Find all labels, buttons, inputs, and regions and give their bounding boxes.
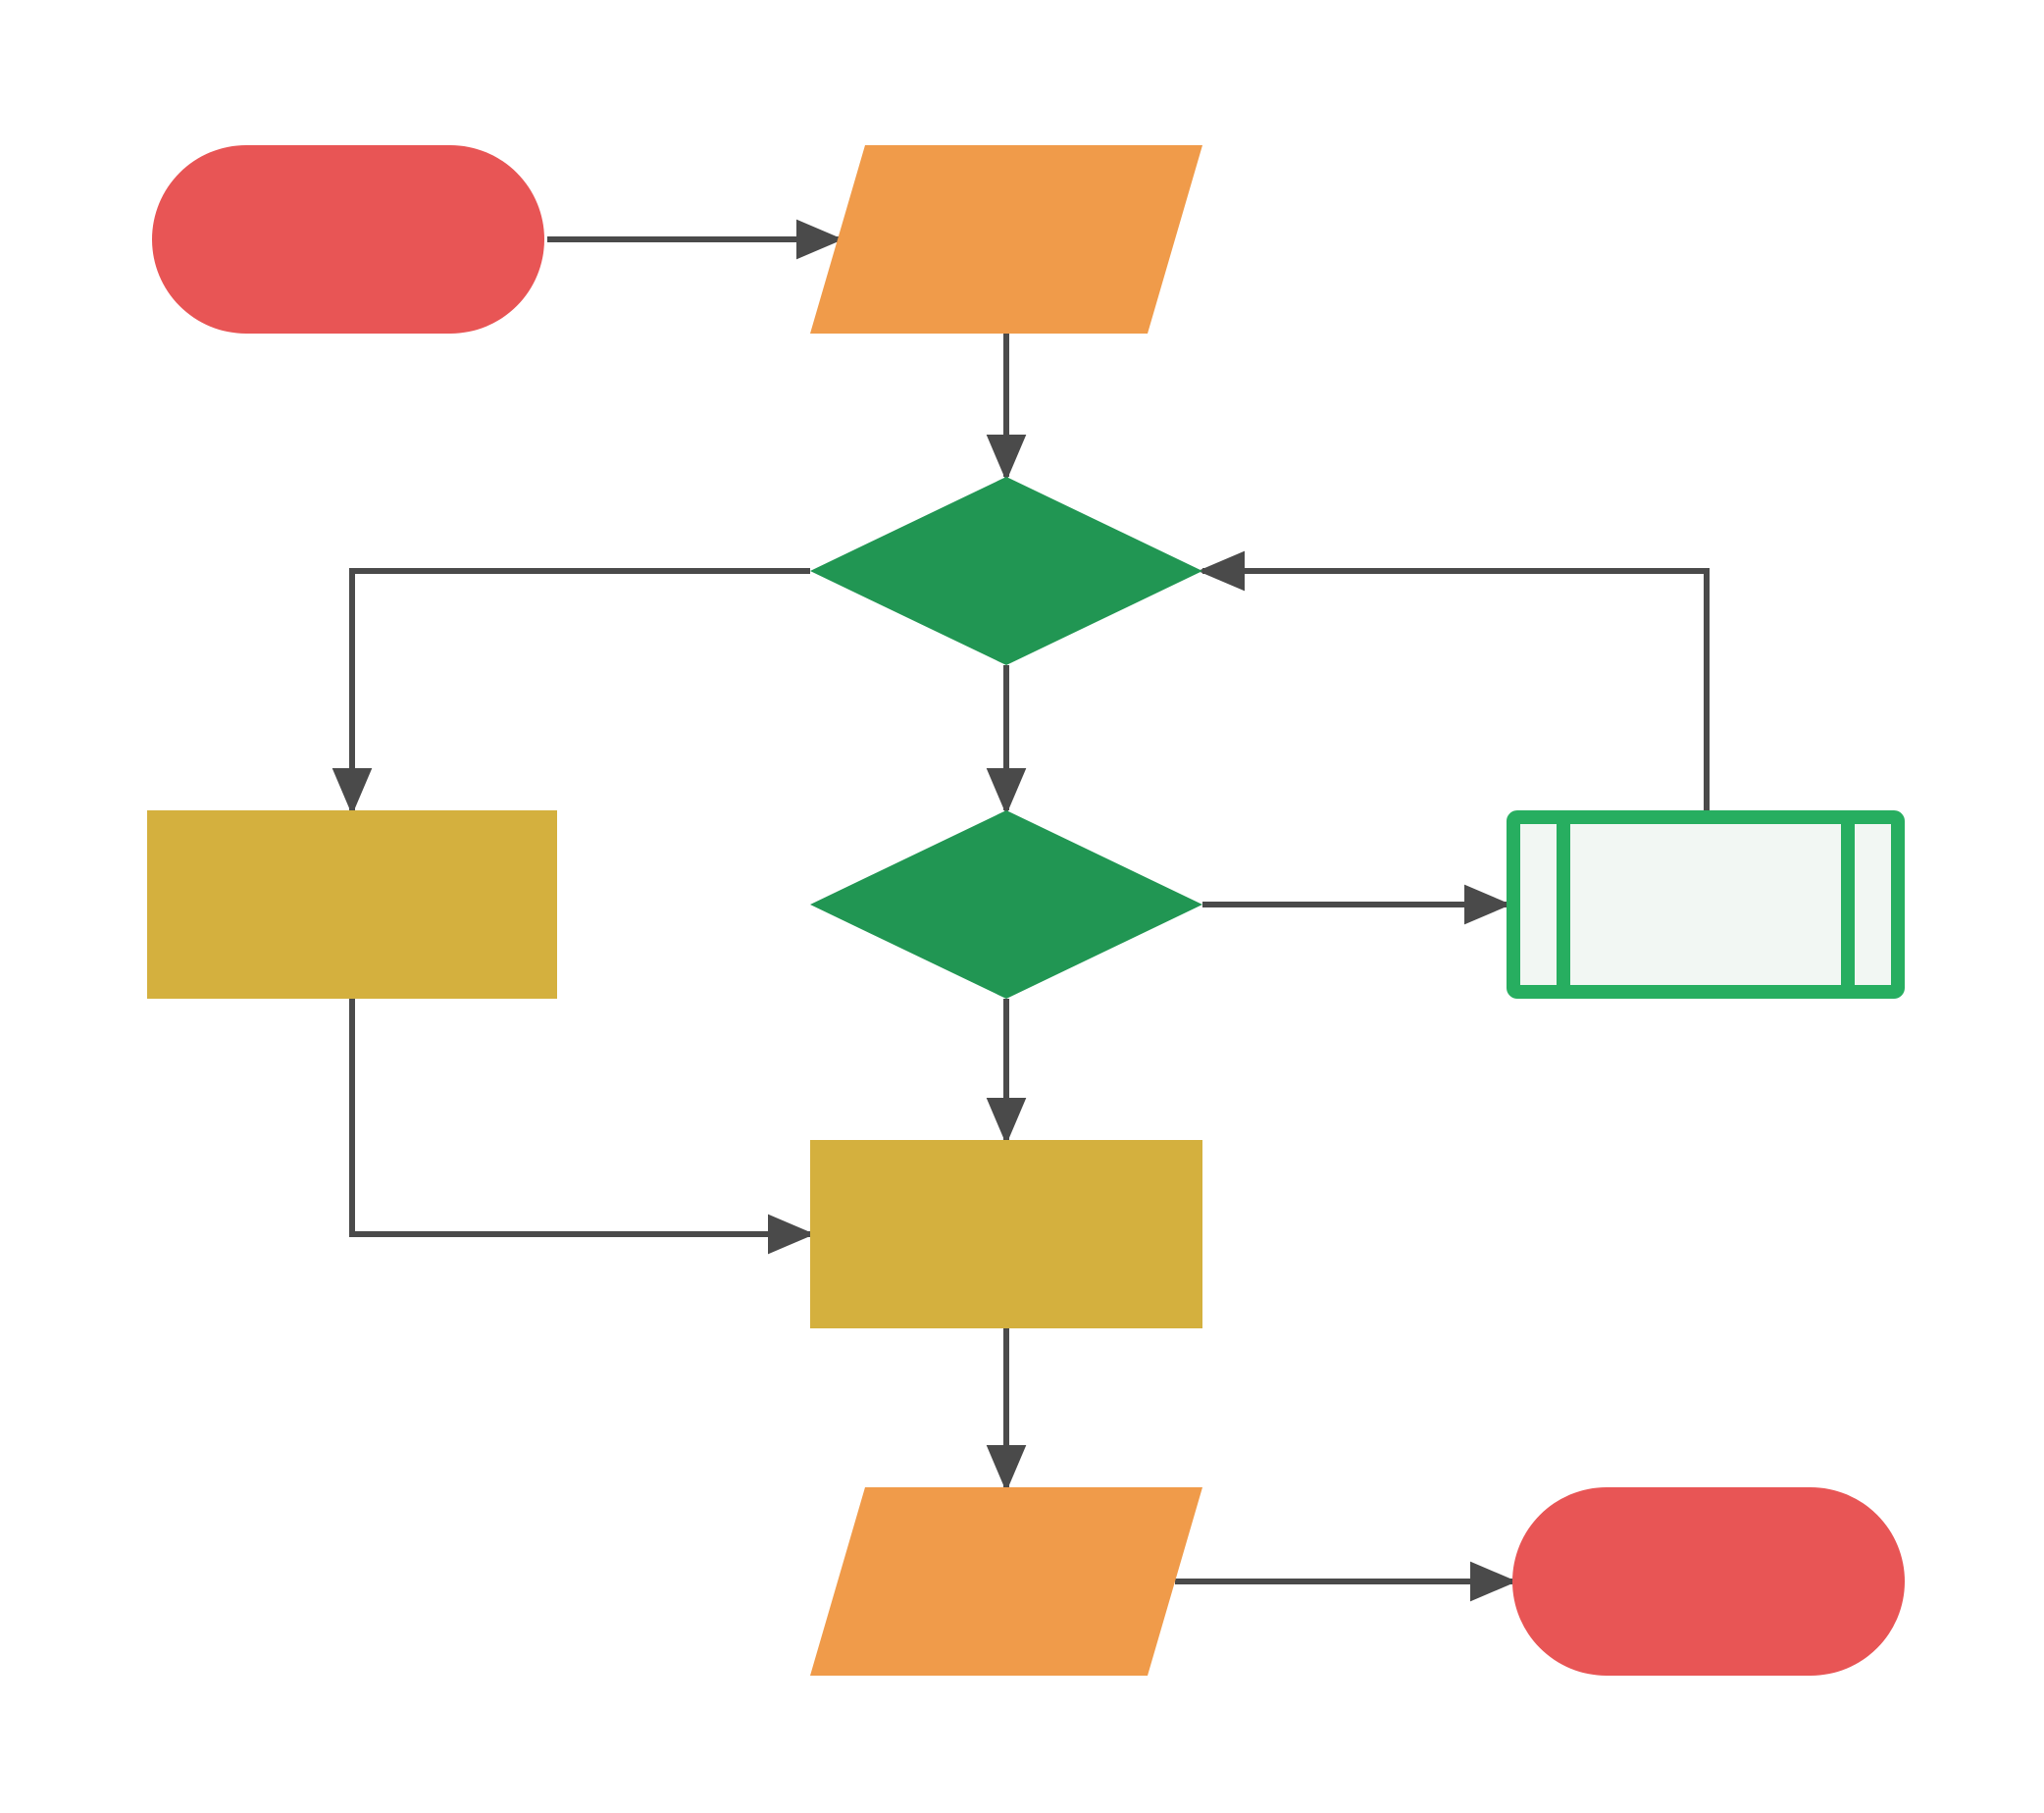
decision-diamond-secondary[interactable] xyxy=(810,810,1202,999)
process-rectangle-center[interactable] xyxy=(810,1140,1202,1328)
output-parallelogram-shape[interactable] xyxy=(810,1487,1202,1676)
subroutine-predefined-process[interactable] xyxy=(1507,810,1905,999)
edge-layer xyxy=(332,219,1710,1602)
node-layer xyxy=(147,145,1905,1676)
process-rectangle-center-shape[interactable] xyxy=(810,1140,1202,1328)
edge-decision1-to-process-left-line[interactable] xyxy=(332,568,810,815)
edge-decision1-to-process-left xyxy=(332,568,810,815)
decision-diamond-primary-shape[interactable] xyxy=(810,477,1202,665)
process-rectangle-left-shape[interactable] xyxy=(147,810,557,999)
input-parallelogram[interactable] xyxy=(810,145,1202,334)
subroutine-predefined-process-shape[interactable] xyxy=(1507,810,1905,999)
decision-diamond-secondary-shape[interactable] xyxy=(810,810,1202,999)
edge-process-left-to-process-center-line[interactable] xyxy=(349,999,815,1255)
start-terminator[interactable] xyxy=(152,145,544,334)
start-terminator-shape[interactable] xyxy=(152,145,544,334)
decision-diamond-primary[interactable] xyxy=(810,477,1202,665)
edge-subroutine-loopback-to-decision1-line[interactable] xyxy=(1198,550,1710,810)
edge-process-left-to-process-center xyxy=(349,999,815,1255)
input-parallelogram-shape[interactable] xyxy=(810,145,1202,334)
end-terminator-shape[interactable] xyxy=(1512,1487,1905,1676)
output-parallelogram[interactable] xyxy=(810,1487,1202,1676)
end-terminator[interactable] xyxy=(1512,1487,1905,1676)
process-rectangle-left[interactable] xyxy=(147,810,557,999)
edge-subroutine-loopback-to-decision1 xyxy=(1198,550,1710,810)
